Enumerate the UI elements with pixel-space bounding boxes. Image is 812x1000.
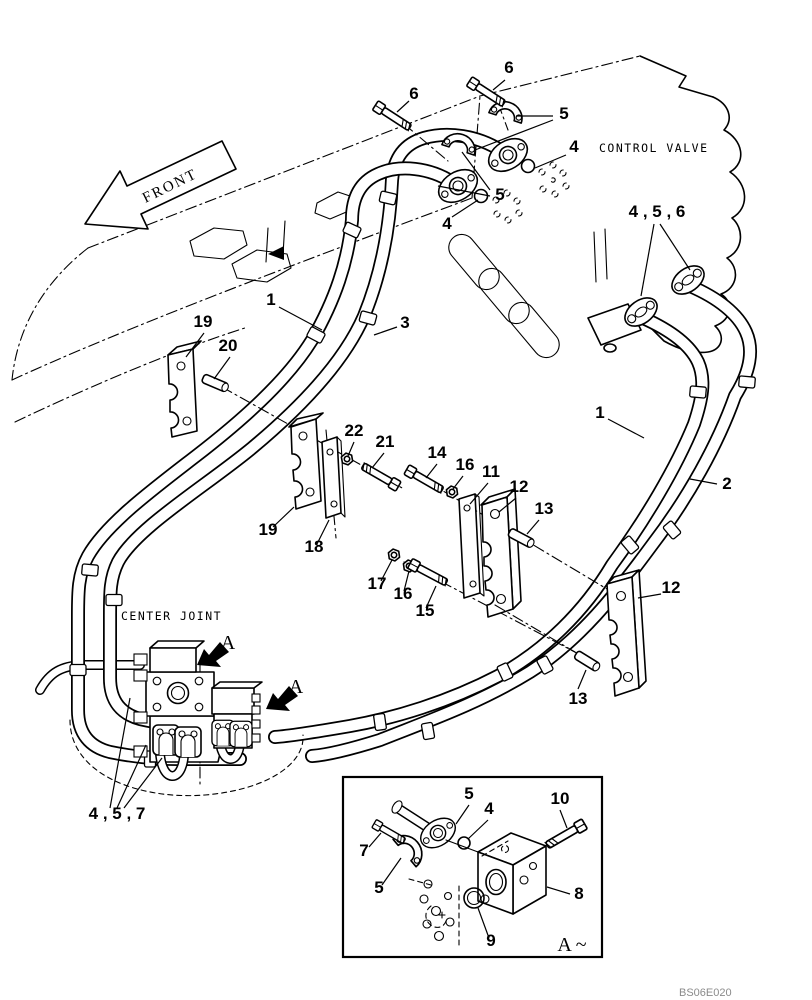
valve-spool <box>478 267 530 325</box>
callout-inset-4: 4 <box>484 799 494 818</box>
clamp-plate-11 <box>458 493 485 599</box>
nut-16 <box>443 484 461 500</box>
view-arrow-a-2: A <box>266 676 304 711</box>
bolt <box>371 99 414 134</box>
joint-port <box>251 719 261 729</box>
bolt-14 <box>403 463 447 496</box>
callout-12-right: 12 <box>662 578 681 597</box>
callout-inset-10: 10 <box>551 789 570 808</box>
leader-lines <box>109 79 718 809</box>
joint-port <box>251 693 261 703</box>
inset-border <box>341 775 604 959</box>
callout-19-bottom: 19 <box>259 520 278 539</box>
bolt-15 <box>406 557 451 589</box>
callout-16-upper: 16 <box>456 455 475 474</box>
callout-20: 20 <box>219 336 238 355</box>
callout-13-bottom: 13 <box>569 689 588 708</box>
callout-inset-9: 9 <box>486 931 495 950</box>
callout-14: 14 <box>428 443 447 462</box>
callout-inset-8: 8 <box>574 884 583 903</box>
callout-15: 15 <box>416 601 435 620</box>
pipe-2 <box>305 279 758 763</box>
callout-12-mid: 12 <box>510 477 529 496</box>
joint-port <box>133 653 148 666</box>
callout-4-5-6: 4 , 5 , 6 <box>629 202 686 221</box>
clamp-block-19-lower <box>288 412 346 519</box>
callout-4-mid: 4 <box>442 214 452 233</box>
callout-19-top: 19 <box>194 312 213 331</box>
valve-spool <box>448 233 500 291</box>
center-joint-assembly: CENTER JOINT <box>69 609 304 797</box>
callout-1-left: 1 <box>266 290 275 309</box>
nut-17 <box>385 547 403 563</box>
inset-leaders <box>368 804 571 939</box>
callout-6-top-right: 6 <box>504 58 513 77</box>
callout-inset-7: 7 <box>359 841 368 860</box>
callout-5-top: 5 <box>559 104 568 123</box>
view-a-arrow-icon <box>197 642 229 667</box>
callout-22: 22 <box>345 421 364 440</box>
pipe-sleeves <box>69 190 756 768</box>
machine-deck-outline <box>11 55 641 423</box>
o-ring-9 <box>463 887 485 909</box>
deck-cutout <box>231 249 292 283</box>
clamp-block-12-right <box>606 569 647 697</box>
clamp-block-19-upper <box>167 340 202 438</box>
inset-view-label: A ~ <box>557 934 586 956</box>
manifold-block-8 <box>477 832 547 915</box>
callout-21: 21 <box>376 432 395 451</box>
control-valve-label: CONTROL VALVE <box>599 141 709 155</box>
drawing-code: BS06E020 <box>679 987 732 999</box>
hydraulic-pipes <box>35 127 758 768</box>
callout-4-top: 4 <box>569 137 579 156</box>
pin-13 <box>572 649 603 674</box>
bolt-21 <box>358 460 402 493</box>
clamp-block-12-mid <box>480 488 522 618</box>
view-arrow-a-1: A <box>197 632 236 667</box>
joint-port <box>251 733 261 743</box>
callout-11: 11 <box>482 462 500 481</box>
front-arrow-shape <box>84 140 237 230</box>
joint-port <box>251 705 261 715</box>
callout-5-mid: 5 <box>495 185 504 204</box>
callout-1-right: 1 <box>595 403 604 422</box>
view-a-label: A <box>221 632 236 654</box>
callout-inset-5-top: 5 <box>464 784 473 803</box>
center-joint-label: CENTER JOINT <box>121 609 222 623</box>
valve-spool <box>508 301 560 359</box>
o-ring <box>520 158 536 174</box>
callout-18: 18 <box>305 537 324 556</box>
callout-2: 2 <box>722 474 731 493</box>
control-valve-body: CONTROL VALVE <box>448 55 746 359</box>
callout-6-top-left: 6 <box>409 84 418 103</box>
callout-13-mid: 13 <box>535 499 554 518</box>
ghost-port-pattern <box>408 878 460 949</box>
callout-4-5-7: 4 , 5 , 7 <box>89 804 146 823</box>
callout-17: 17 <box>368 574 387 593</box>
joint-port <box>133 711 148 724</box>
view-a-label: A <box>289 676 304 698</box>
callout-inset-5-bottom: 5 <box>374 878 383 897</box>
view-a-arrow-icon <box>266 686 298 711</box>
callout-3: 3 <box>400 313 409 332</box>
valve-port-face-dots <box>492 161 570 224</box>
callout-16-lower: 16 <box>394 584 413 603</box>
top-connection-hardware <box>371 75 711 333</box>
deck-cutout <box>189 227 248 260</box>
inset-detail-box: A ~ <box>341 775 604 959</box>
o-ring <box>457 836 471 850</box>
pipe-yoke-clamp <box>229 720 253 748</box>
bolt <box>465 75 508 110</box>
front-direction-arrow: FRONT <box>84 140 237 230</box>
pipe-yoke-clamp <box>174 726 202 758</box>
joint-port <box>133 669 148 682</box>
